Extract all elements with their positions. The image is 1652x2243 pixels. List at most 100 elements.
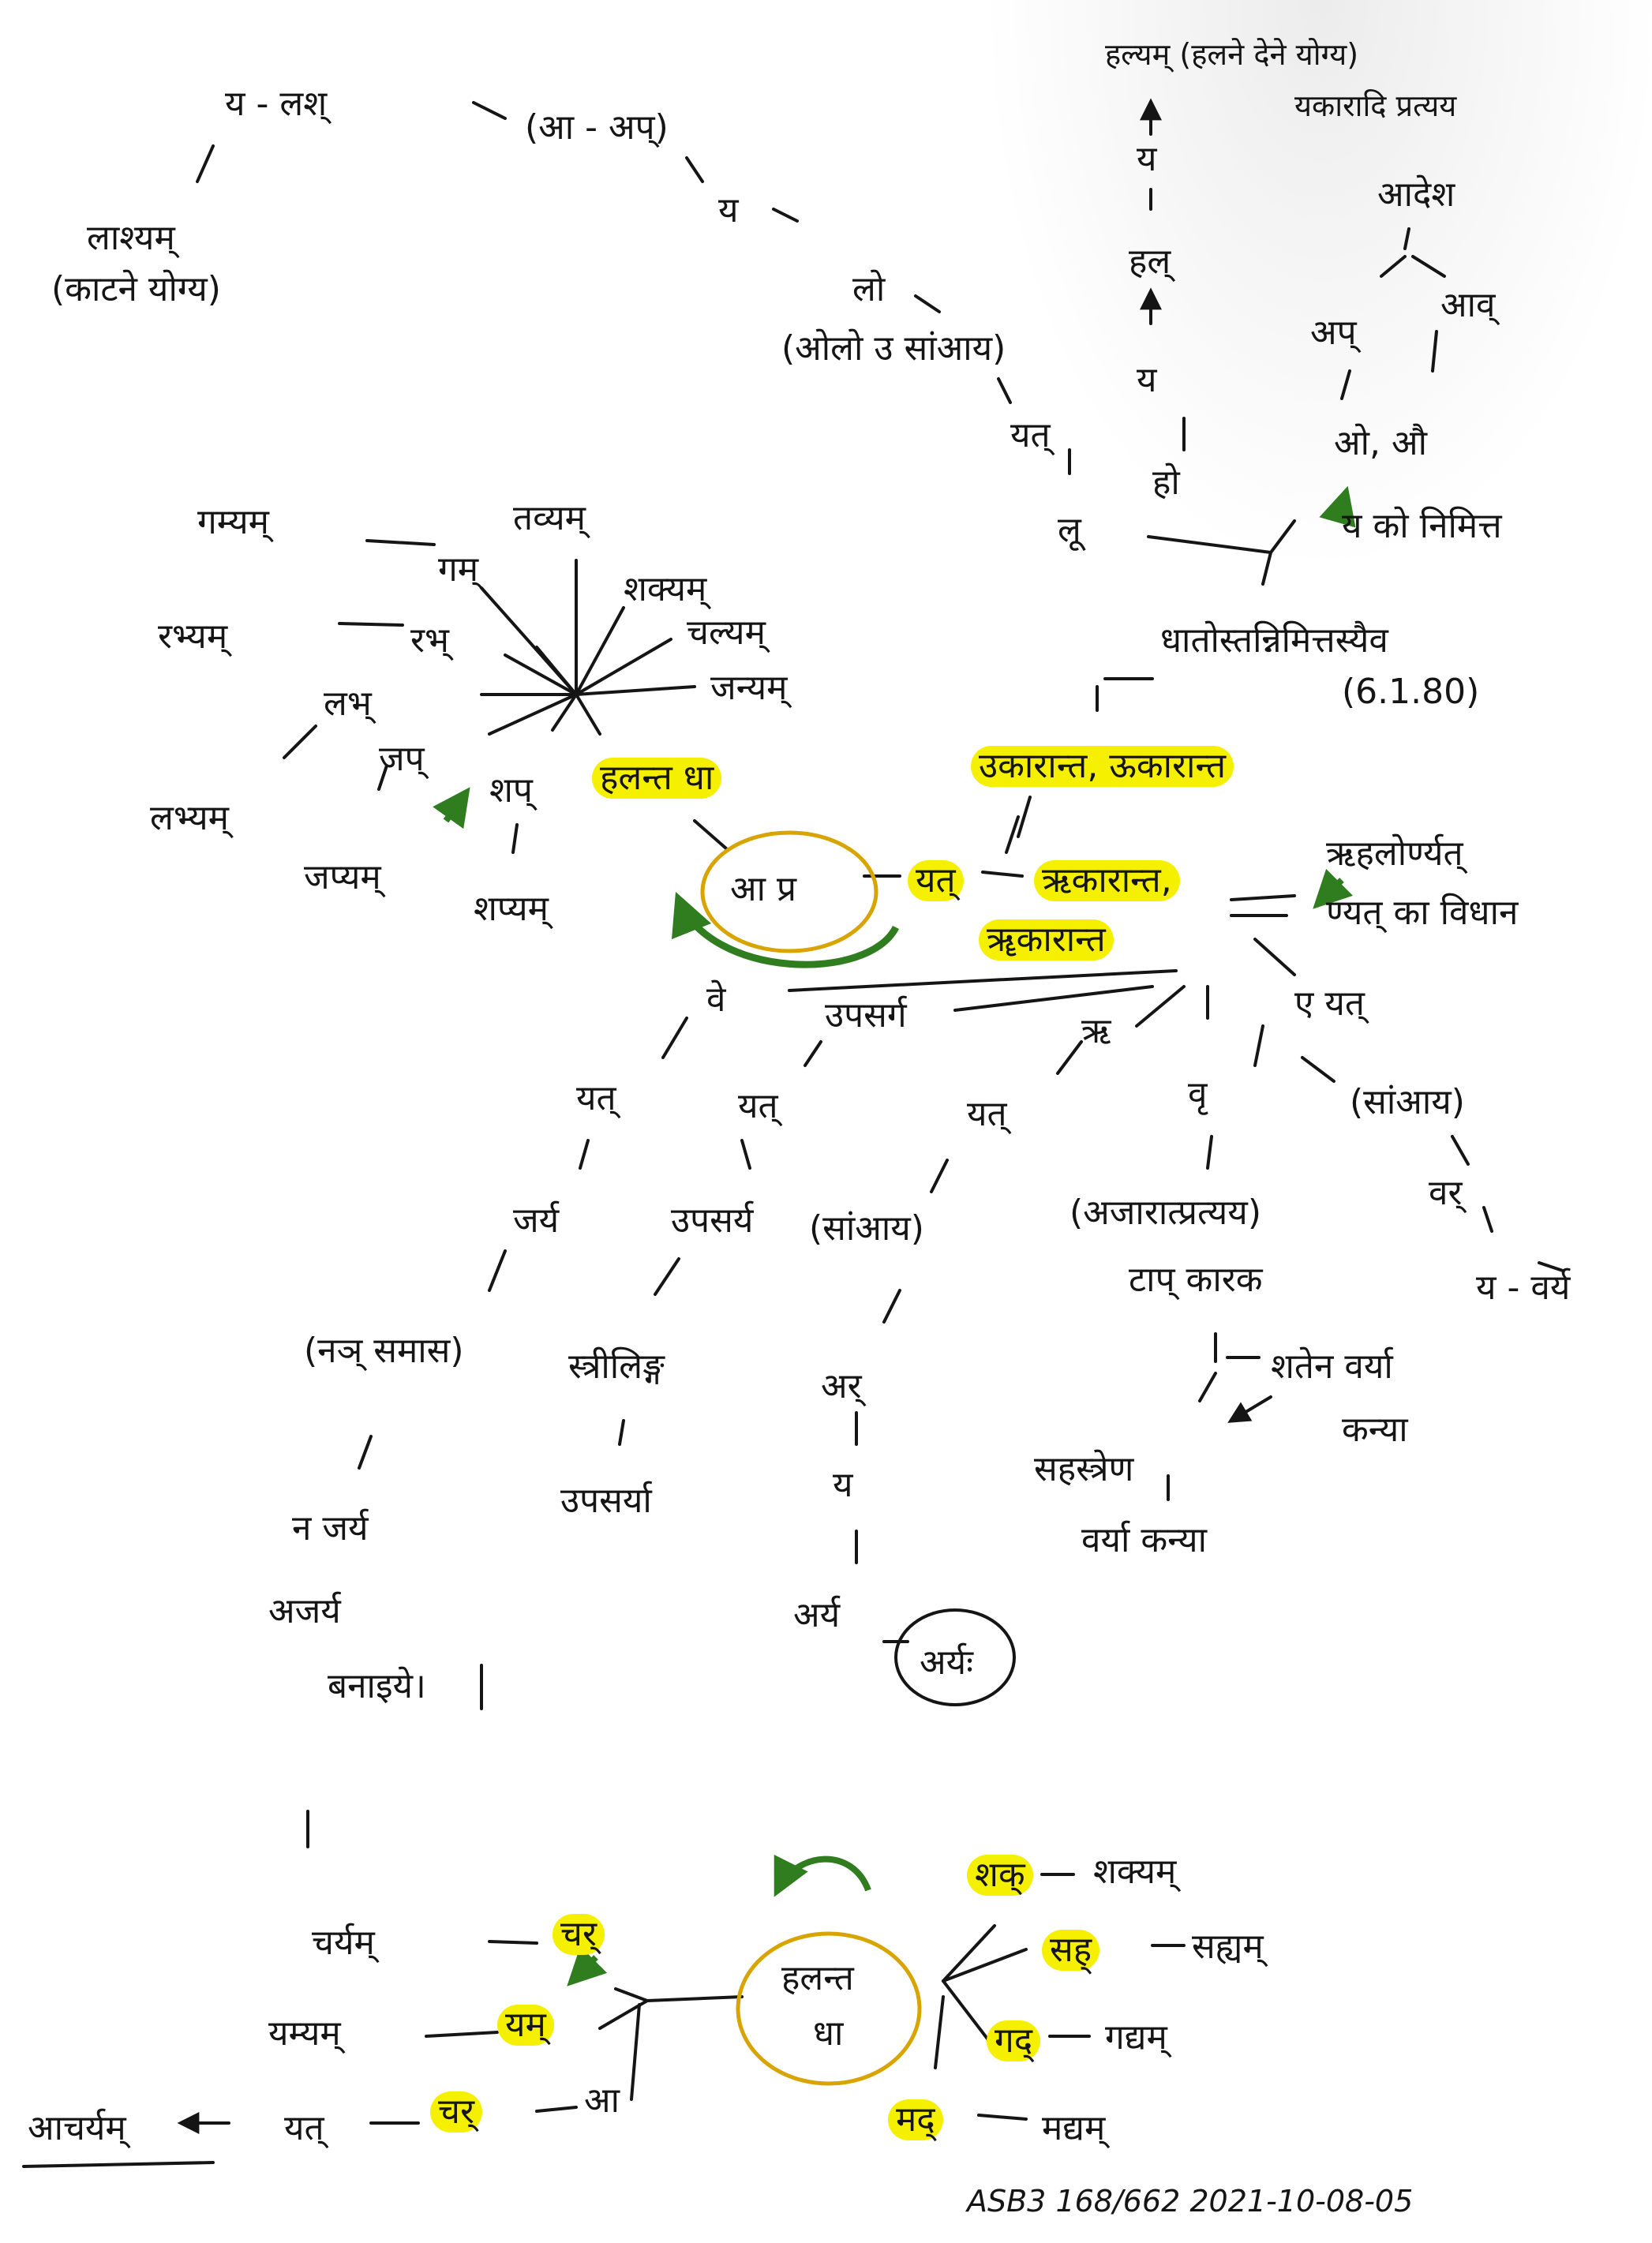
edge (618, 1419, 625, 1446)
edge (1538, 1261, 1564, 1272)
edge (981, 871, 1024, 878)
arya-ring (894, 1608, 1016, 1706)
node-shakyam: शक्यम् (624, 569, 707, 609)
node-adesh: आदेश (1377, 174, 1455, 215)
node-sutra: (6.1.80) (1342, 672, 1480, 712)
edge (661, 1017, 688, 1059)
node-sahyam: सह्यम् (1192, 1927, 1264, 1967)
edge (772, 208, 799, 223)
edge (882, 1289, 901, 1324)
node-yat-a: यत् (576, 1078, 616, 1118)
edge (654, 1257, 680, 1296)
edge (914, 294, 941, 313)
node-rrkaranta: ॠकारान्त (979, 919, 1114, 960)
edge (685, 156, 704, 183)
node-saay: (सांआय) (1350, 1082, 1465, 1122)
node-gam: गम् (438, 549, 479, 590)
edge (1269, 519, 1296, 554)
node-ve: वे (706, 979, 726, 1020)
node-ar: अर् (821, 1366, 862, 1406)
node-ajarya: अजर्य (268, 1591, 341, 1631)
node-ya-upper: य (1137, 139, 1157, 179)
node-sah: सह् (1042, 1930, 1100, 1971)
edge (504, 653, 578, 696)
node-halyam: हल्यम् (हलने देने योग्य) (1105, 37, 1359, 72)
arrow-icon (1313, 868, 1354, 909)
edge (1340, 369, 1351, 400)
edge (511, 823, 519, 854)
edge (1482, 1206, 1493, 1233)
node-halanta-dha: हलन्त धा (592, 758, 722, 799)
node-chalyam: चल्यम् (687, 612, 766, 653)
node-ukaranta: उकारान्त, ऊकारान्त (971, 746, 1234, 787)
node-yat-center: यत् (908, 860, 964, 901)
edge (365, 539, 436, 546)
edge (1380, 255, 1407, 278)
node-ap: अप् (1310, 313, 1357, 353)
node-dhatos: धातोस्तन्निमित्तस्यैव (1160, 620, 1388, 661)
node-rhalo: ऋहलोर्ण्यत् (1326, 833, 1463, 874)
edge (1261, 551, 1272, 586)
node-arya-2: अर्यः (920, 1642, 974, 1683)
edge (575, 638, 672, 696)
node-upasarya-2: उपसर्या (560, 1481, 652, 1521)
node-gadyam: गद्यम् (1105, 2017, 1167, 2058)
node-kanya: कन्या (1342, 1410, 1408, 1450)
node-rkaranta: ऋकारान्त, (1034, 860, 1180, 901)
edge (934, 1995, 945, 2069)
edge (1403, 227, 1410, 250)
edge (472, 101, 507, 120)
edge (1206, 1135, 1213, 1170)
edge (930, 1159, 949, 1193)
arrow-icon (1319, 485, 1356, 528)
edge (1230, 894, 1296, 901)
underline (22, 2161, 215, 2168)
node-char-2: चर् (430, 2091, 482, 2133)
node-striling: स्त्रीलिङ्ग (568, 1346, 665, 1387)
edge (575, 685, 696, 696)
node-lu: लू (1058, 510, 1081, 550)
node-a-lakshan: (आ - अप्) (525, 107, 669, 148)
edge (1135, 985, 1186, 1028)
node-nan-samas: (नञ् समास) (304, 1331, 464, 1371)
node-rabh: रभ् (410, 620, 449, 661)
edge (488, 1940, 538, 1945)
node-shap: शप् (489, 770, 533, 811)
node-olo: (ओलो उ सांआय) (781, 328, 1006, 369)
curved-arrow-icon (774, 1854, 871, 1897)
node-mad: मद् (888, 2099, 943, 2140)
node-varya-kanya: वर्या कन्या (1081, 1520, 1208, 1560)
node-gamyam: गम्यम् (197, 502, 269, 542)
edge (535, 646, 578, 696)
node-shak: शक् (967, 1855, 1033, 1896)
node-e-yat: ए यत् (1294, 983, 1365, 1024)
node-acharyam: आचर्यम् (28, 2108, 126, 2148)
node-yat: यत् (1010, 415, 1051, 455)
node-char: चर् (553, 1914, 605, 1955)
edge (358, 1435, 373, 1470)
curved-arrow-icon (672, 891, 900, 968)
node-ya-lash: य - लश् (225, 84, 328, 124)
node-madyam: मद्यम् (1042, 2108, 1106, 2148)
node-yat-bottom: यत् (284, 2108, 324, 2148)
node-aa: आ (584, 2080, 620, 2121)
edge (425, 2031, 499, 2038)
edge (377, 764, 388, 791)
node-hal: हल् (1129, 242, 1171, 282)
node-aa-pr: आ प्र (730, 869, 796, 909)
edge (488, 1249, 507, 1292)
node-shapyam: शप्यम् (474, 889, 549, 929)
edge (196, 144, 215, 183)
node-lashyam-note: (काटने योग्य) (51, 269, 221, 309)
node-ajavrattyay: (अजारात्प्रत्यय) (1069, 1193, 1261, 1233)
node-ru: ऋ (1081, 1011, 1111, 1051)
node-yamyam: यम्यम् (268, 2013, 341, 2054)
edge (338, 622, 404, 627)
edge (1253, 1024, 1264, 1067)
node-vri: वृ (1188, 1074, 1208, 1114)
edge (1253, 938, 1296, 976)
node-lashyam: लाश्यम् (87, 218, 175, 258)
